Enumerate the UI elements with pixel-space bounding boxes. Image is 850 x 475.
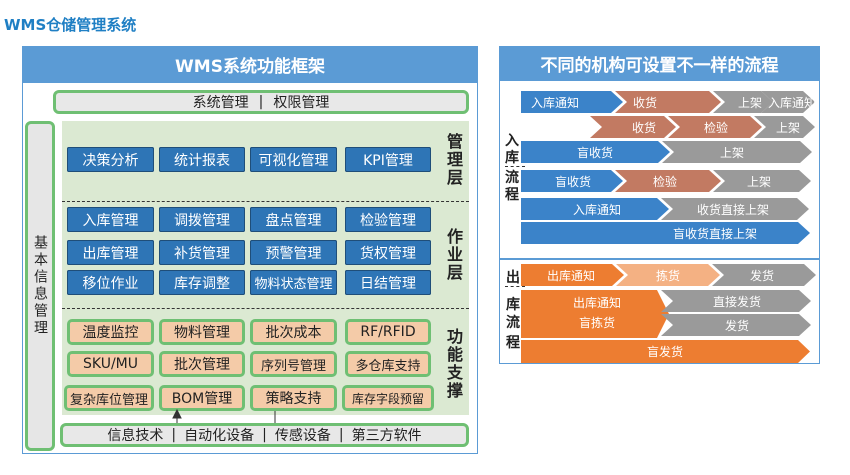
flows-divider — [499, 258, 820, 260]
flow-step: 出库通知 — [521, 264, 624, 286]
flow-step: 上架 — [662, 141, 812, 163]
module-daily-closing: 日结管理 — [345, 270, 431, 295]
page-title: WMS仓储管理系统 — [4, 16, 137, 34]
bottom-bar-separator: | — [171, 427, 177, 443]
module-replenishment: 补货管理 — [159, 240, 245, 265]
tech-item: 信息技术 — [107, 428, 164, 444]
inbound-label-char: 程 — [505, 187, 519, 203]
flow-step: 检验 — [615, 170, 721, 192]
flow-step: 出库通知 — [521, 290, 669, 338]
outbound-label-char: 库 — [506, 297, 520, 313]
flow-step: 检验 — [668, 116, 762, 138]
operation-layer-label: 作业层 — [444, 228, 463, 282]
flow-step: 直接发货 — [661, 290, 811, 312]
permission-management-label: 权限管理 — [273, 95, 330, 111]
flow-step: 盲收货 — [521, 141, 670, 163]
module-material-status: 物料状态管理 — [250, 270, 337, 295]
inbound-label-char: 入 — [505, 133, 519, 149]
module-reserved-fields: 库存字段预留 — [342, 385, 434, 411]
module-transfer: 调拨管理 — [159, 207, 245, 232]
bottom-bar-separator: | — [262, 427, 267, 443]
module-outbound: 出库管理 — [67, 240, 154, 265]
flow-step: 上架 — [713, 91, 773, 113]
inbound-label-char: 流 — [505, 170, 519, 186]
flow-step: 盲发货 — [521, 340, 810, 363]
support-layer-label: 功能支撑 — [444, 328, 463, 400]
management-layer-label: 管理层 — [444, 133, 463, 187]
module-rf-rfid: RF/RFID — [345, 319, 431, 345]
layer-divider — [62, 201, 469, 202]
module-visual-management: 可视化管理 — [250, 147, 337, 172]
bottom-bar-separator: | — [338, 427, 344, 443]
flow-step: 发货 — [661, 314, 811, 336]
top-bar-separator: | — [258, 94, 264, 110]
basic-info-sidebar: 基本信息管理 — [25, 121, 55, 451]
inbound-label-char: 库 — [505, 150, 519, 166]
flows-title: 不同的机构可设置不一样的流程 — [499, 46, 820, 81]
outbound-label-char: 出 — [506, 270, 520, 286]
flow-step: 盲拣货 — [579, 315, 616, 330]
outbound-label-char: 流 — [506, 315, 520, 331]
module-relocation: 移位作业 — [67, 270, 154, 295]
system-top-bar: 系统管理 | 权限管理 — [53, 90, 469, 114]
module-serial-number: 序列号管理 — [250, 351, 337, 377]
framework-title: WMS系统功能框架 — [22, 46, 478, 83]
flow-step: 收货 — [615, 91, 721, 113]
module-batch-cost: 批次成本 — [250, 319, 337, 345]
module-bom: BOM管理 — [159, 385, 245, 411]
module-strategy-support: 策略支持 — [250, 385, 337, 411]
tech-item: 第三方软件 — [351, 428, 422, 444]
module-inbound: 入库管理 — [67, 207, 154, 232]
module-batch-management: 批次管理 — [159, 351, 245, 377]
tech-item: 传感设备 — [274, 428, 331, 444]
module-complex-location: 复杂库位管理 — [64, 385, 154, 411]
module-kpi-management: KPI管理 — [345, 147, 431, 172]
outbound-label-char: 程 — [506, 335, 520, 351]
flow-step: 上架 — [713, 170, 811, 192]
module-stock-adjustment: 库存调整 — [159, 270, 245, 295]
flow-step: 盲收货 — [521, 170, 623, 192]
flow-step: 拣货 — [616, 264, 720, 286]
flow-step: 入库通知 — [761, 91, 815, 113]
module-ownership: 货权管理 — [345, 240, 431, 265]
outbound-label-divider — [505, 286, 525, 287]
module-inspection: 检验管理 — [345, 207, 431, 232]
module-decision-analysis: 决策分析 — [67, 147, 154, 172]
flow-step: 收货 — [590, 116, 676, 138]
system-management-label: 系统管理 — [192, 95, 249, 111]
bottom-tech-bar: 信息技术 | 自动化设备 | 传感设备 | 第三方软件 — [60, 423, 469, 447]
inbound-label-divider — [505, 166, 525, 167]
module-sku-mu: SKU/MU — [67, 351, 154, 377]
flow-step: 盲收货直接上架 — [521, 222, 810, 244]
flow-step: 发货 — [712, 264, 816, 286]
module-temperature-monitoring: 温度监控 — [67, 319, 154, 345]
module-statistics-report: 统计报表 — [159, 147, 245, 172]
flow-step: 上架 — [754, 116, 815, 138]
flow-step: 入库通知 — [521, 91, 623, 113]
tech-item: 自动化设备 — [184, 428, 255, 444]
module-material-management: 物料管理 — [159, 319, 245, 345]
module-alert: 预警管理 — [250, 240, 337, 265]
module-multi-warehouse: 多仓库支持 — [345, 351, 431, 377]
flow-step: 入库通知 — [521, 198, 669, 220]
flow-step: 收货直接上架 — [661, 198, 809, 220]
module-stocktake: 盘点管理 — [250, 207, 337, 232]
layer-divider — [62, 308, 469, 309]
